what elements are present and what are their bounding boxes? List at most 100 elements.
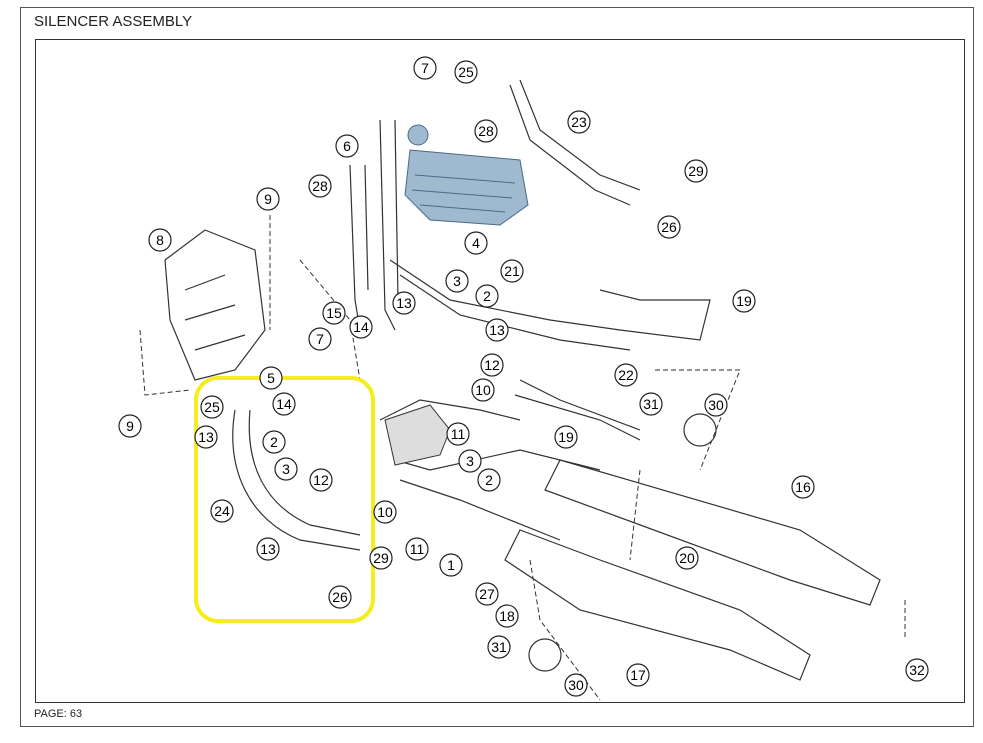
callout-6: 6 <box>335 134 359 158</box>
callout-label: 15 <box>326 305 342 321</box>
callout-17: 17 <box>626 663 650 687</box>
callout-circle <box>704 393 728 417</box>
callout-circle <box>675 546 699 570</box>
heat-shield <box>164 229 266 381</box>
callout-30: 30 <box>704 393 728 417</box>
callout-label: 28 <box>478 123 494 139</box>
callout-label: 2 <box>485 472 493 488</box>
callout-1: 1 <box>439 553 463 577</box>
callout-13: 13 <box>256 537 280 561</box>
callout-13: 13 <box>194 425 218 449</box>
callout-12: 12 <box>309 468 333 492</box>
callout-label: 24 <box>214 503 230 519</box>
callout-8: 8 <box>148 228 172 252</box>
callout-label: 17 <box>630 667 646 683</box>
callout-circle <box>500 259 524 283</box>
callout-28: 28 <box>474 119 498 143</box>
callout-circle <box>684 159 708 183</box>
callout-circle <box>477 468 501 492</box>
frame-tubes <box>349 79 711 441</box>
callout-21: 21 <box>500 259 524 283</box>
callout-label: 14 <box>276 396 292 412</box>
callout-circle <box>446 422 470 446</box>
callout-circle <box>210 499 234 523</box>
callout-11: 11 <box>446 422 470 446</box>
callout-circle <box>328 585 352 609</box>
callout-label: 20 <box>679 550 695 566</box>
callout-25: 25 <box>454 60 478 84</box>
callout-2: 2 <box>477 468 501 492</box>
callout-circle <box>373 500 397 524</box>
callout-label: 19 <box>558 429 574 445</box>
callout-label: 8 <box>156 232 164 248</box>
callout-label: 31 <box>491 639 507 655</box>
callout-circle <box>274 457 298 481</box>
callout-circle <box>259 366 283 390</box>
callout-circle <box>413 56 437 80</box>
callout-label: 12 <box>484 357 500 373</box>
callout-circle <box>475 284 499 308</box>
callout-label: 25 <box>458 64 474 80</box>
callout-label: 14 <box>353 319 369 335</box>
callout-circle <box>322 301 346 325</box>
callout-label: 13 <box>198 429 214 445</box>
callout-label: 29 <box>688 163 704 179</box>
callout-31: 31 <box>487 635 511 659</box>
callout-circle <box>200 395 224 419</box>
callout-circle <box>308 174 332 198</box>
callout-14: 14 <box>349 315 373 339</box>
callout-label: 28 <box>312 178 328 194</box>
callout-label: 13 <box>260 541 276 557</box>
callout-29: 29 <box>369 546 393 570</box>
callout-14: 14 <box>272 392 296 416</box>
callout-label: 7 <box>316 331 324 347</box>
callout-28: 28 <box>308 174 332 198</box>
callout-circle <box>495 604 519 628</box>
callout-label: 9 <box>264 191 272 207</box>
callout-circle <box>567 110 591 134</box>
callout-circle <box>256 187 280 211</box>
callout-label: 2 <box>270 434 278 450</box>
callout-label: 29 <box>373 550 389 566</box>
callout-circle <box>485 318 509 342</box>
page-frame <box>20 7 974 727</box>
callout-7: 7 <box>413 56 437 80</box>
callout-12: 12 <box>480 353 504 377</box>
callout-circle <box>262 430 286 454</box>
engine-cylinder <box>404 124 529 226</box>
callout-circle <box>464 231 488 255</box>
callout-7: 7 <box>308 327 332 351</box>
callout-circle <box>639 392 663 416</box>
callout-label: 5 <box>267 370 275 386</box>
callout-11: 11 <box>405 537 429 561</box>
callout-circle <box>657 215 681 239</box>
callout-4: 4 <box>464 231 488 255</box>
callout-label: 31 <box>643 396 659 412</box>
callout-circle <box>454 60 478 84</box>
callout-label: 26 <box>661 219 677 235</box>
callout-label: 27 <box>479 586 495 602</box>
callout-circle <box>471 378 495 402</box>
callout-3: 3 <box>274 457 298 481</box>
callout-label: 21 <box>504 263 520 279</box>
page-number: PAGE: 63 <box>34 708 83 720</box>
callout-15: 15 <box>322 301 346 325</box>
callout-30: 30 <box>564 673 588 697</box>
callout-9: 9 <box>118 414 142 438</box>
callout-18: 18 <box>495 604 519 628</box>
callout-label: 10 <box>377 504 393 520</box>
callout-5: 5 <box>259 366 283 390</box>
callout-circle <box>118 414 142 438</box>
dashed-leaders <box>139 215 906 701</box>
callout-circle <box>349 315 373 339</box>
callout-circle <box>335 134 359 158</box>
callout-circle <box>405 537 429 561</box>
callout-label: 18 <box>499 608 515 624</box>
callout-circle <box>905 658 929 682</box>
callout-circle <box>626 663 650 687</box>
callout-circle <box>308 327 332 351</box>
callout-circle <box>458 449 482 473</box>
page-title: SILENCER ASSEMBLY <box>34 13 193 30</box>
callout-circle <box>194 425 218 449</box>
callout-32: 32 <box>905 658 929 682</box>
